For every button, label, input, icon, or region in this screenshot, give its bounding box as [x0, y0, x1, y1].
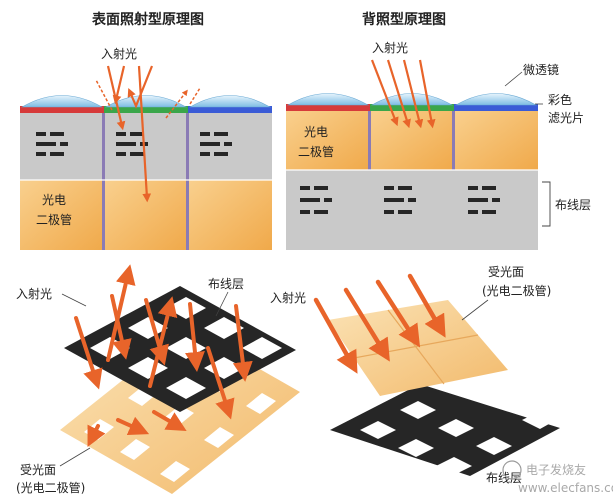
back-light-arrows — [370, 59, 436, 129]
back-photodiode-1 — [286, 110, 370, 170]
back-pixel-dividers — [368, 111, 455, 170]
front-3d-view: 入射光 布线层 受光面 (光电二极管) — [16, 264, 300, 495]
front-cross-section: 光电 二极管 入射光 — [20, 46, 272, 250]
front-filter-red — [20, 106, 104, 113]
wiring-layer-bracket — [542, 181, 551, 227]
back-filter-blue — [454, 104, 538, 111]
back-cross-section: 光电 二极管 入射光 微透镜 彩色 滤光片 布线层 — [286, 40, 591, 250]
back-micro-lens-2 — [370, 93, 454, 106]
front-photodiode-label-1: 光电 — [42, 193, 66, 207]
back-photodiode-3 — [454, 110, 538, 170]
front-photodiode-3 — [188, 180, 272, 250]
back-micro-lens-3 — [454, 93, 538, 106]
back-3d-ray-4 — [407, 273, 446, 338]
back-3d-grid-openings — [360, 389, 556, 475]
front-photodiode-label-2: 二极管 — [36, 212, 72, 227]
back-3d-photodiode-plate — [328, 300, 508, 396]
watermark-logo-icon — [502, 460, 522, 480]
front-light-ray-3 — [137, 65, 152, 203]
back-3d-wiring-layer-label: 布线层 — [486, 471, 522, 485]
front-3d-incident-leader — [61, 293, 87, 307]
front-title: 表面照射型原理图 — [91, 11, 204, 28]
front-3d-receiving-sublabel: (光电二极管) — [16, 480, 85, 495]
back-title: 背照型原理图 — [362, 11, 446, 28]
back-light-ray-1 — [370, 59, 399, 127]
front-3d-wiring-leader — [215, 291, 229, 317]
front-micro-lens-3 — [188, 95, 272, 108]
back-3d-view: 入射光 受光面 (光电二极管) 布线层 — [270, 265, 560, 485]
front-3d-ray-8 — [87, 424, 106, 447]
back-light-ray-4 — [418, 59, 436, 129]
front-3d-incident-light-label: 入射光 — [16, 286, 52, 301]
front-light-ray-2 — [112, 65, 126, 105]
back-photodiode-label-2: 二极管 — [298, 144, 334, 159]
back-3d-receiving-leader — [461, 299, 489, 321]
front-3d-ray-7 — [152, 410, 187, 432]
front-3d-receiving-leader — [59, 447, 91, 467]
back-3d-ray-3 — [375, 279, 421, 348]
back-photodiode-2 — [370, 110, 454, 170]
back-3d-incident-light-label: 入射光 — [270, 290, 306, 305]
back-3d-receiving-label: 受光面 — [488, 265, 524, 279]
back-3d-light-arrows — [313, 273, 446, 374]
back-photodiode-label-1: 光电 — [304, 125, 328, 139]
micro-lens-label: 微透镜 — [523, 62, 559, 77]
front-light-ray-reflected — [127, 65, 154, 109]
color-filter-label-1: 彩色 — [548, 93, 572, 107]
watermark: 电子发烧友 www.elecfans.com — [502, 460, 613, 495]
front-3d-ray-1 — [74, 316, 103, 390]
color-filter-label-2: 滤光片 — [548, 111, 584, 125]
front-micro-lens-1 — [20, 95, 104, 108]
back-3d-receiving-sublabel: (光电二极管) — [482, 283, 551, 298]
front-filter-green — [104, 106, 188, 113]
front-filter-blue — [188, 106, 272, 113]
micro-lens-leader — [504, 71, 523, 87]
front-3d-ray-9 — [206, 346, 235, 420]
front-photodiode-1 — [20, 180, 104, 250]
back-wiring-bars — [300, 186, 500, 214]
watermark-text: 电子发烧友 — [526, 462, 586, 477]
back-3d-ray-2 — [343, 287, 390, 362]
back-filter-red — [286, 104, 370, 111]
back-incident-light-label: 入射光 — [372, 40, 408, 55]
front-3d-reflect-1 — [106, 264, 136, 362]
front-pixel-dividers — [102, 113, 189, 250]
back-wiring-layer-label: 布线层 — [555, 198, 591, 212]
back-filter-green — [370, 104, 454, 111]
front-scattered-rays — [95, 79, 201, 119]
front-3d-ray-5 — [232, 304, 253, 382]
back-light-ray-3 — [402, 59, 424, 129]
front-3d-light-arrows — [74, 264, 253, 447]
back-micro-lens-1 — [286, 93, 370, 106]
back-3d-ray-1 — [313, 297, 358, 374]
front-3d-ray-6 — [116, 416, 150, 435]
front-3d-ray-4 — [185, 302, 205, 372]
front-3d-wiring-layer-label: 布线层 — [208, 277, 244, 291]
front-3d-reflect-2 — [148, 296, 178, 388]
front-light-arrows — [106, 65, 154, 203]
front-3d-receiving-label: 受光面 — [20, 463, 56, 477]
watermark-url: www.elecfans.com — [518, 481, 613, 495]
back-light-ray-2 — [386, 59, 411, 129]
front-incident-light-label: 入射光 — [101, 46, 137, 61]
